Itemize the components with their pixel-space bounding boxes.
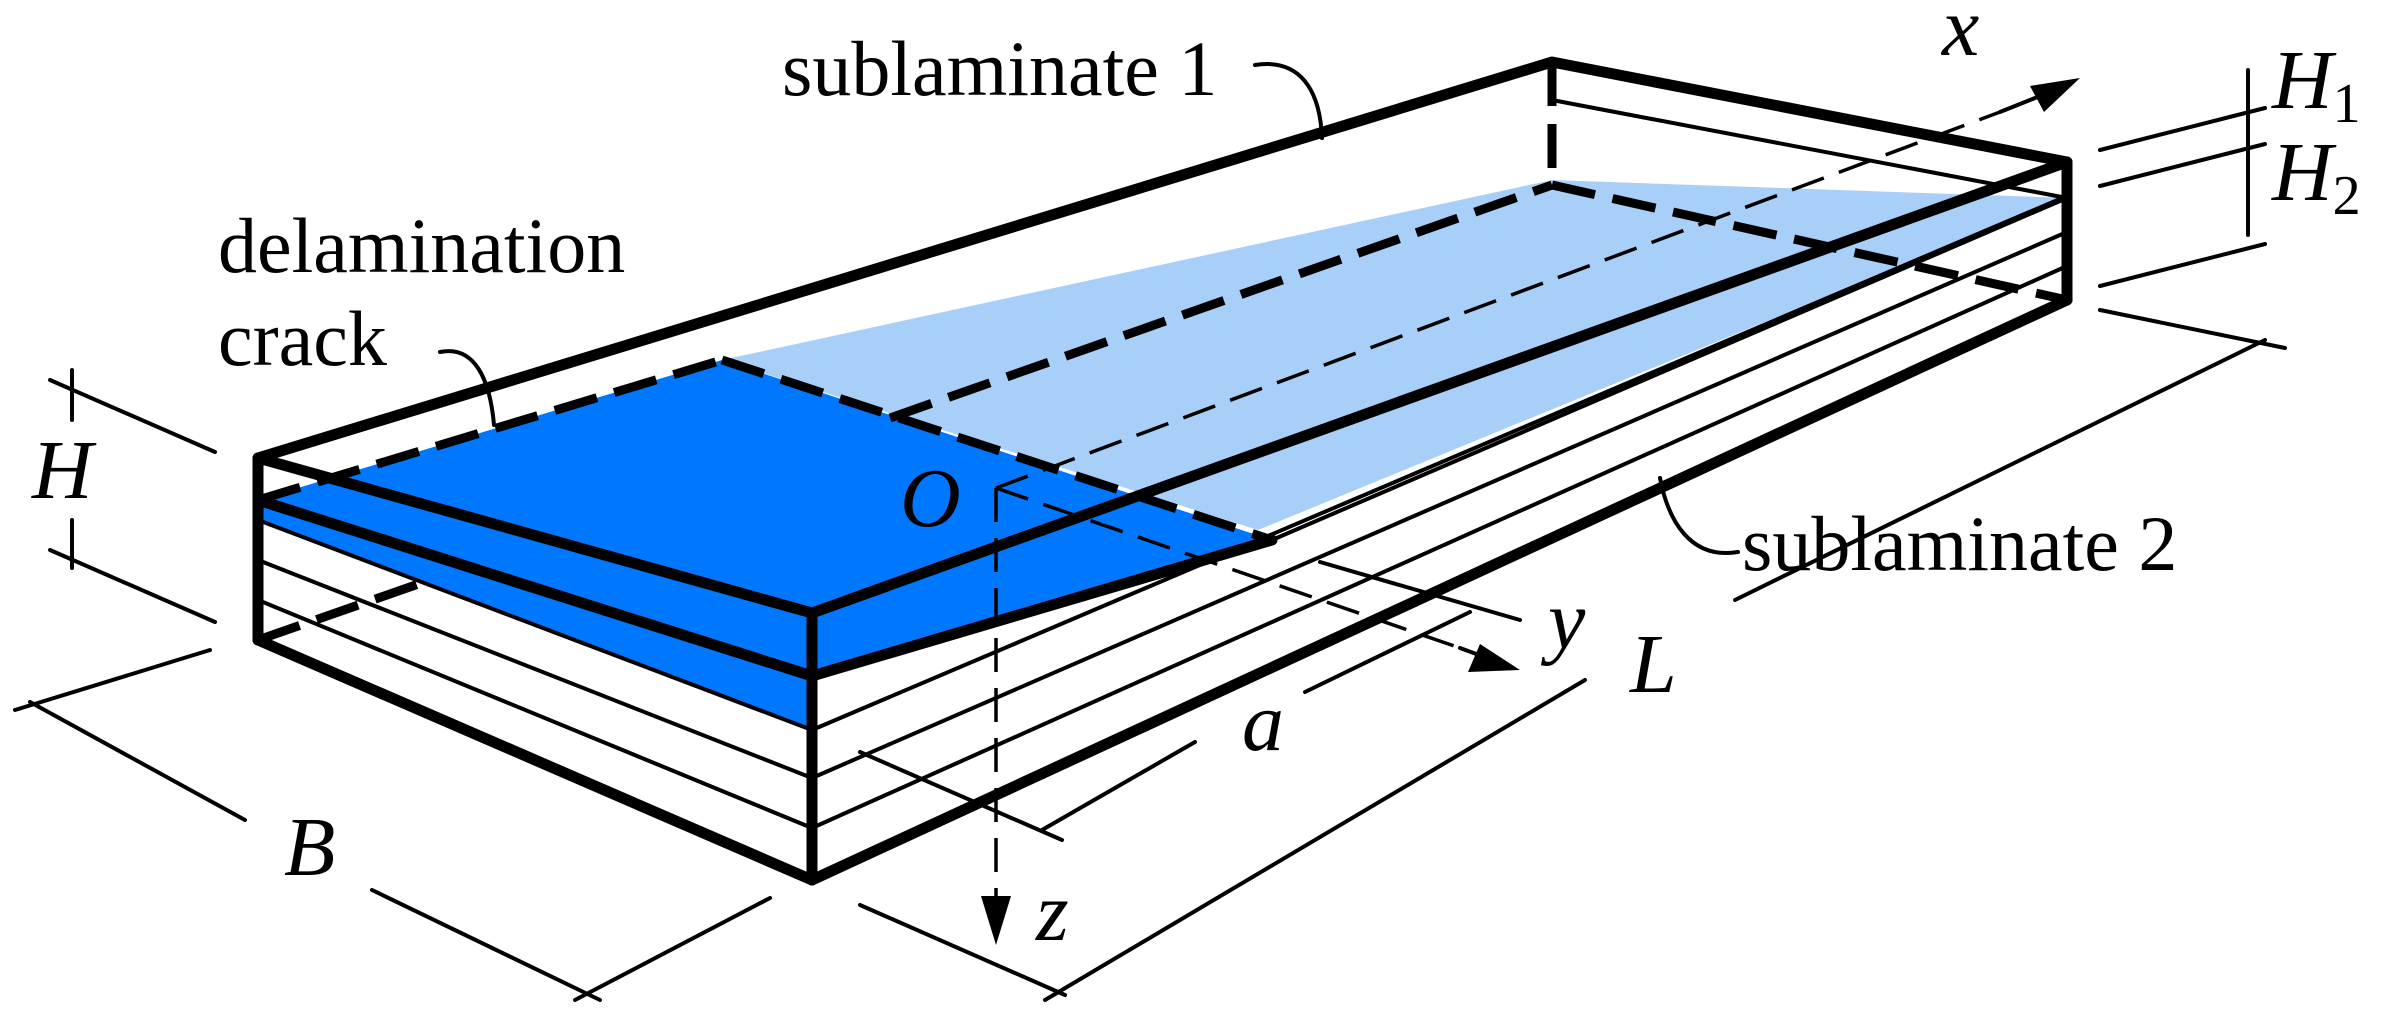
layer-line bbox=[810, 264, 2069, 830]
dim-B-ext-left bbox=[13, 648, 212, 712]
hidden-left-bottom-edge bbox=[256, 575, 432, 645]
hidden-crack-back-edge bbox=[256, 355, 724, 505]
dim-L-label: L bbox=[1629, 618, 1677, 711]
interface-edge-front bbox=[806, 534, 1278, 682]
sublaminate-1-label: sublaminate 1 bbox=[782, 25, 1217, 112]
dim-B-line-left bbox=[28, 700, 247, 822]
x-axis-arrowhead bbox=[2030, 78, 2080, 112]
dim-H2-subscript: 2 bbox=[2333, 165, 2361, 227]
dim-H1-ext-top bbox=[2098, 106, 2267, 152]
hidden-crack-front-edge bbox=[720, 355, 1274, 545]
dim-B-ext-right bbox=[573, 896, 772, 1002]
origin-label: O bbox=[900, 452, 961, 545]
dim-H-ext-top bbox=[48, 378, 217, 454]
layer-line bbox=[256, 598, 814, 830]
sublaminate-2-leader bbox=[1658, 476, 1740, 556]
dim-H-ext-bottom bbox=[48, 548, 217, 624]
dim-L-ext-right bbox=[2098, 308, 2287, 350]
x-axis-label: x bbox=[1940, 0, 1979, 74]
y-axis-label: y bbox=[1540, 574, 1586, 667]
interface-line-right-2 bbox=[1270, 196, 2069, 542]
layer-line bbox=[256, 518, 814, 732]
dim-a-ext-crack bbox=[1318, 560, 1522, 622]
intact-interface-region bbox=[722, 180, 2067, 530]
dim-L-ext-front bbox=[858, 903, 1067, 997]
layer-line bbox=[256, 558, 814, 780]
dim-H1-ext-bottom bbox=[2098, 142, 2267, 188]
delamination-crack-region bbox=[258, 360, 1272, 676]
z-axis-arrowhead bbox=[981, 896, 1011, 945]
sublaminate-2-label: sublaminate 2 bbox=[1742, 500, 2177, 587]
hidden-back-interface-edge bbox=[888, 180, 1554, 423]
dim-H1-subscript: 1 bbox=[2333, 73, 2361, 135]
dim-H2-label: H2 bbox=[2271, 126, 2361, 227]
delamination-crack-front-face bbox=[258, 500, 812, 730]
dim-H1-label: H1 bbox=[2271, 34, 2361, 135]
dim-B-line-right bbox=[370, 888, 602, 1002]
sublaminate-1-leader bbox=[1253, 62, 1324, 140]
dim-L-line-lower bbox=[1043, 678, 1587, 1002]
y-axis-arrowhead bbox=[1468, 644, 1520, 672]
delamination-label-line1: delamination bbox=[218, 202, 625, 289]
dim-a-line-upper bbox=[1303, 610, 1472, 694]
layer-line bbox=[810, 230, 2069, 780]
dim-a-label: a bbox=[1242, 676, 1284, 769]
dim-a-line-lower bbox=[1040, 740, 1197, 832]
dim-H1-main: H bbox=[2271, 34, 2337, 127]
dim-L-line-upper bbox=[1733, 338, 2267, 602]
x-axis-line bbox=[995, 110, 2001, 490]
dim-H2-ext-bottom bbox=[2098, 242, 2267, 288]
dim-a-ext-front bbox=[858, 750, 1064, 842]
dim-H2-main: H bbox=[2271, 126, 2337, 219]
dim-B-label: B bbox=[284, 801, 335, 894]
interface-line-right-1 bbox=[1550, 98, 2069, 200]
delamination-crack-leader bbox=[438, 349, 496, 427]
bottom-edges bbox=[252, 294, 2073, 886]
interface-edge-left bbox=[252, 494, 818, 682]
hidden-right-interface-edge bbox=[1551, 180, 2068, 305]
y-axis-line bbox=[995, 486, 1461, 650]
layer-line bbox=[810, 194, 2069, 732]
z-axis-label: z bbox=[1035, 866, 1069, 959]
dim-H-label: H bbox=[31, 424, 97, 517]
delamination-label-line2: crack bbox=[218, 295, 387, 382]
